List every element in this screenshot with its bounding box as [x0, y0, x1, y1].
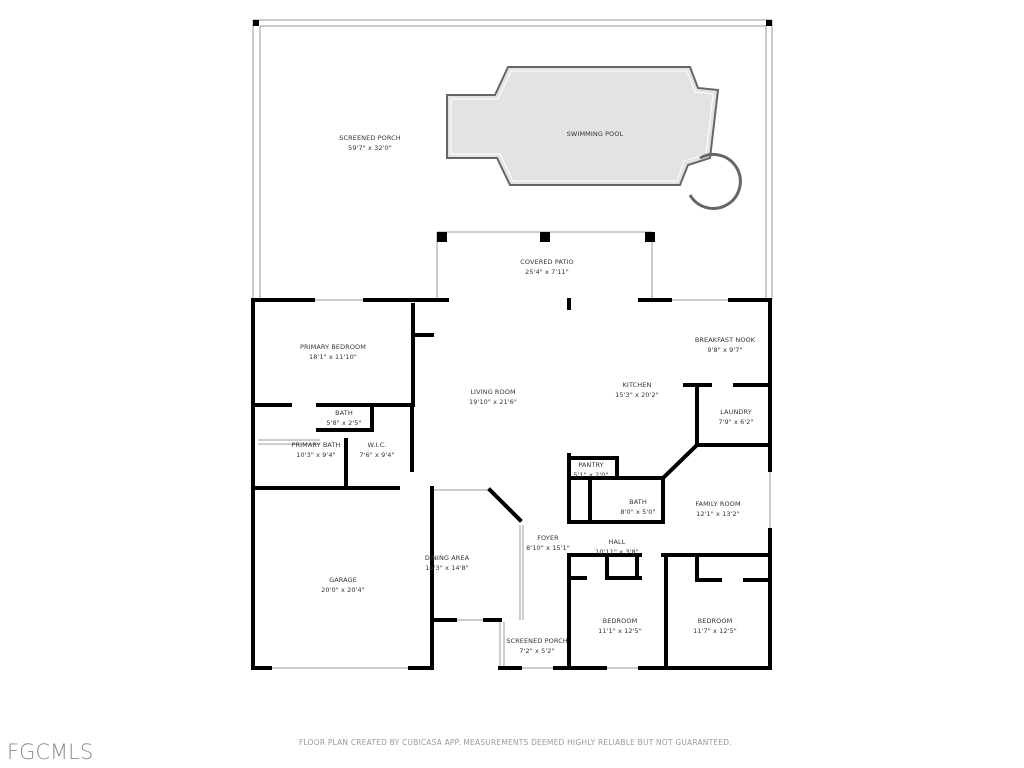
room-name: DINING AREA	[424, 554, 470, 562]
room-name: BEDROOM	[697, 617, 733, 625]
room-dimensions: 11'7" x 12'5"	[693, 627, 737, 635]
room-label-swimming-pool: SWIMMING POOL	[567, 129, 624, 139]
room-name: BREAKFAST NOOK	[694, 336, 756, 344]
walls	[251, 298, 772, 670]
room-dimensions: 25'4" x 7'11"	[525, 268, 569, 276]
room-name: W.I.C.	[367, 441, 387, 449]
room-label-family-room: FAMILY ROOM 12'1" x 13'2"	[695, 499, 740, 519]
room-dimensions: 7'6" x 9'4"	[359, 451, 395, 459]
mls-logo: FGCMLS	[7, 740, 94, 764]
pillar	[645, 232, 655, 242]
room-name: PANTRY	[578, 461, 604, 469]
room-dimensions: 10'11" x 3'8"	[595, 548, 639, 556]
wall	[487, 487, 523, 523]
room-dimensions: 18'1" x 11'10"	[309, 353, 357, 361]
room-label-primary-bath: PRIMARY BATH 10'3" x 9'4"	[291, 440, 340, 460]
room-name: HALL	[608, 538, 626, 546]
room-label-primary-bedroom: PRIMARY BEDROOM 18'1" x 11'10"	[300, 342, 366, 362]
disclaimer-footer: FLOOR PLAN CREATED BY CUBICASA APP. MEAS…	[299, 738, 732, 747]
pillar	[766, 20, 772, 26]
room-name: BATH	[629, 498, 647, 506]
room-dimensions: 12'1" x 13'2"	[696, 510, 740, 518]
room-dimensions: 59'7" x 32'0"	[348, 144, 392, 152]
swimming-pool-shape	[446, 66, 720, 186]
room-label-foyer: FOYER 8'10" x 15'1"	[526, 533, 570, 553]
room-name: GARAGE	[329, 576, 357, 584]
room-label-bedroom-1: BEDROOM 11'1" x 12'5"	[598, 616, 642, 636]
room-dimensions: 7'9" x 6'2"	[718, 418, 754, 426]
room-name: KITCHEN	[622, 381, 652, 389]
room-label-kitchen: KITCHEN 15'3" x 20'2"	[615, 380, 659, 400]
room-name: BATH	[335, 409, 353, 417]
room-dimensions: 9'8" x 9'7"	[707, 346, 743, 354]
room-dimensions: 7'2" x 5'2"	[519, 647, 555, 655]
room-label-dining-area: DINING AREA 10'3" x 14'8"	[425, 553, 469, 573]
room-name: LAUNDRY	[720, 408, 752, 416]
pillar	[253, 20, 259, 26]
room-label-screened-porch: SCREENED PORCH 59'7" x 32'0"	[339, 133, 401, 153]
room-name: SCREENED PORCH	[339, 134, 401, 142]
pillar	[540, 232, 550, 242]
room-name: PRIMARY BEDROOM	[300, 343, 366, 351]
room-dimensions: 8'0" x 5'0"	[620, 508, 656, 516]
room-dimensions: 15'3" x 20'2"	[615, 391, 659, 399]
room-name: COVERED PATIO	[520, 258, 574, 266]
thin-lines	[252, 19, 773, 669]
room-dimensions: 8'10" x 15'1"	[526, 544, 570, 552]
room-name: SWIMMING POOL	[566, 130, 624, 138]
room-name: FOYER	[537, 534, 559, 542]
patio-pillars	[253, 20, 772, 242]
wall	[660, 442, 700, 481]
room-label-laundry: LAUNDRY 7'9" x 6'2"	[718, 407, 753, 427]
room-dimensions: 19'10" x 21'6"	[469, 398, 517, 406]
room-label-living-room: LIVING ROOM 19'10" x 21'6"	[469, 387, 517, 407]
room-label-breakfast-nook: BREAKFAST NOOK 9'8" x 9'7"	[695, 335, 755, 355]
room-label-wic: W.I.C. 7'6" x 9'4"	[359, 440, 394, 460]
room-name: SCREENED PORCH	[506, 637, 568, 645]
room-dimensions: 5'8" x 2'5"	[326, 419, 362, 427]
room-label-garage: GARAGE 20'0" x 20'4"	[321, 575, 365, 595]
room-label-bath-primary: BATH 5'8" x 2'5"	[326, 408, 361, 428]
room-dimensions: 10'3" x 14'8"	[425, 564, 469, 572]
pillar	[437, 232, 447, 242]
spa-shape	[688, 152, 742, 210]
room-dimensions: 11'1" x 12'5"	[598, 627, 642, 635]
room-dimensions: 20'0" x 20'4"	[321, 586, 365, 594]
room-name: PRIMARY BATH	[291, 441, 341, 449]
room-name: LIVING ROOM	[470, 388, 516, 396]
room-dimensions: 10'3" x 9'4"	[296, 451, 336, 459]
room-label-hall: HALL 10'11" x 3'8"	[595, 537, 639, 557]
room-name: BEDROOM	[602, 617, 638, 625]
room-label-pantry: PANTRY 5'1" x 2'0"	[573, 460, 608, 480]
room-dimensions: 5'1" x 2'0"	[573, 471, 609, 479]
room-label-covered-patio: COVERED PATIO 25'4" x 7'11"	[520, 257, 574, 277]
room-label-screened-porch-front: SCREENED PORCH 7'2" x 5'2"	[506, 636, 568, 656]
room-name: FAMILY ROOM	[695, 500, 741, 508]
room-label-bath: BATH 8'0" x 5'0"	[620, 497, 655, 517]
room-label-bedroom-2: BEDROOM 11'7" x 12'5"	[693, 616, 737, 636]
